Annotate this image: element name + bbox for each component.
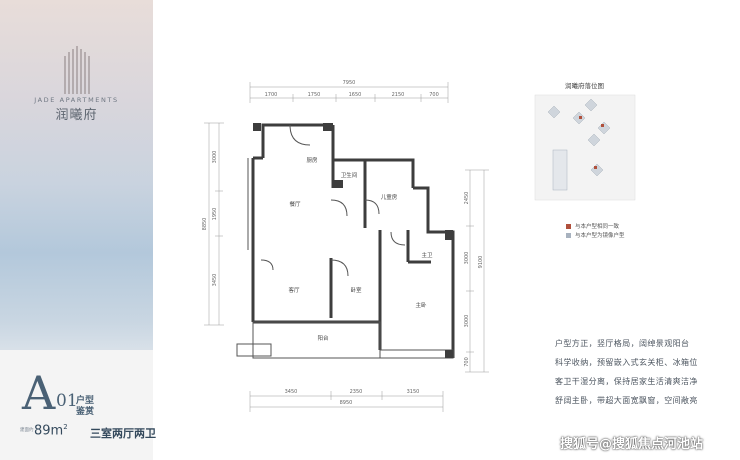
room-master-bath: 主卫 — [421, 251, 433, 259]
dim-left-1: 3000 — [212, 151, 218, 164]
legend-same: 与本户型相同一致 — [566, 222, 619, 230]
dim-right-2: 3000 — [464, 252, 470, 265]
site-plan-title: 润曦府落位图 — [565, 82, 604, 90]
dim-right-total: 9100 — [478, 256, 484, 269]
dim-left-total: 8850 — [202, 218, 208, 231]
dim-top-1: 1700 — [265, 92, 278, 98]
dim-bottom-total: 8950 — [340, 400, 353, 406]
dim-left-3: 3450 — [212, 274, 218, 287]
desc-line-2: 科学收纳，预留嵌入式玄关柜、冰箱位 — [555, 358, 698, 367]
dim-top-total: 7950 — [343, 80, 356, 86]
dim-top-5: 700 — [429, 92, 439, 98]
desc-line-3: 客卫干湿分离，保持居家生活清爽洁净 — [555, 377, 698, 386]
brand-logo-icon — [64, 46, 90, 94]
dim-top-3: 1650 — [349, 92, 362, 98]
legend-mirror-swatch — [566, 233, 571, 238]
area-value: 89m2 — [34, 423, 68, 439]
unit-tag-line2: 鉴赏 — [76, 407, 95, 417]
room-living: 客厅 — [288, 286, 300, 294]
sidebar-bottom-panel — [0, 350, 153, 460]
room-bedroom: 卧室 — [350, 286, 362, 294]
unit-code-number: 01 — [56, 391, 78, 411]
brand-name-cn: 润曦府 — [55, 108, 98, 123]
dim-top-2: 1750 — [308, 92, 321, 98]
dim-right-3: 3000 — [464, 315, 470, 328]
legend-same-swatch — [566, 224, 571, 229]
room-kids: 儿童房 — [381, 193, 398, 201]
dim-top-4: 2150 — [392, 92, 405, 98]
legend-mirror: 与本户型为镜像户型 — [566, 231, 625, 239]
floor-plan: 7950 1700 1750 1650 2150 700 3450 2350 3… — [202, 80, 636, 412]
room-balcony: 阳台 — [317, 334, 329, 342]
room-kitchen: 厨房 — [306, 156, 318, 164]
dim-right-4: 700 — [464, 357, 470, 367]
unit-code-letter: A — [22, 366, 56, 420]
room-master: 主卧 — [415, 301, 427, 309]
room-dining: 餐厅 — [289, 200, 301, 208]
dim-bottom-2: 2350 — [350, 389, 363, 395]
dim-right-1: 2450 — [464, 192, 470, 205]
dim-left-2: 1950 — [212, 208, 218, 221]
desc-line-1: 户型方正，竖厅格局，阔绰景观阳台 — [555, 339, 690, 348]
area-label: 建面约 — [20, 428, 34, 433]
unit-layout: 三室两厅两卫 — [90, 427, 156, 440]
brand-name-en: JADE APARTMENTS — [34, 96, 119, 104]
dim-bottom-1: 3450 — [285, 389, 298, 395]
desc-line-4: 舒阔主卧，带超大面宽飘窗，空间敞亮 — [555, 396, 698, 405]
unit-tag-line1: 户型 — [76, 396, 95, 406]
watermark: 搜狐号@搜狐焦点河池站 — [560, 437, 704, 452]
room-bath1: 卫生间 — [341, 171, 358, 179]
site-plan-map — [534, 94, 636, 201]
dim-bottom-3: 3150 — [407, 389, 420, 395]
